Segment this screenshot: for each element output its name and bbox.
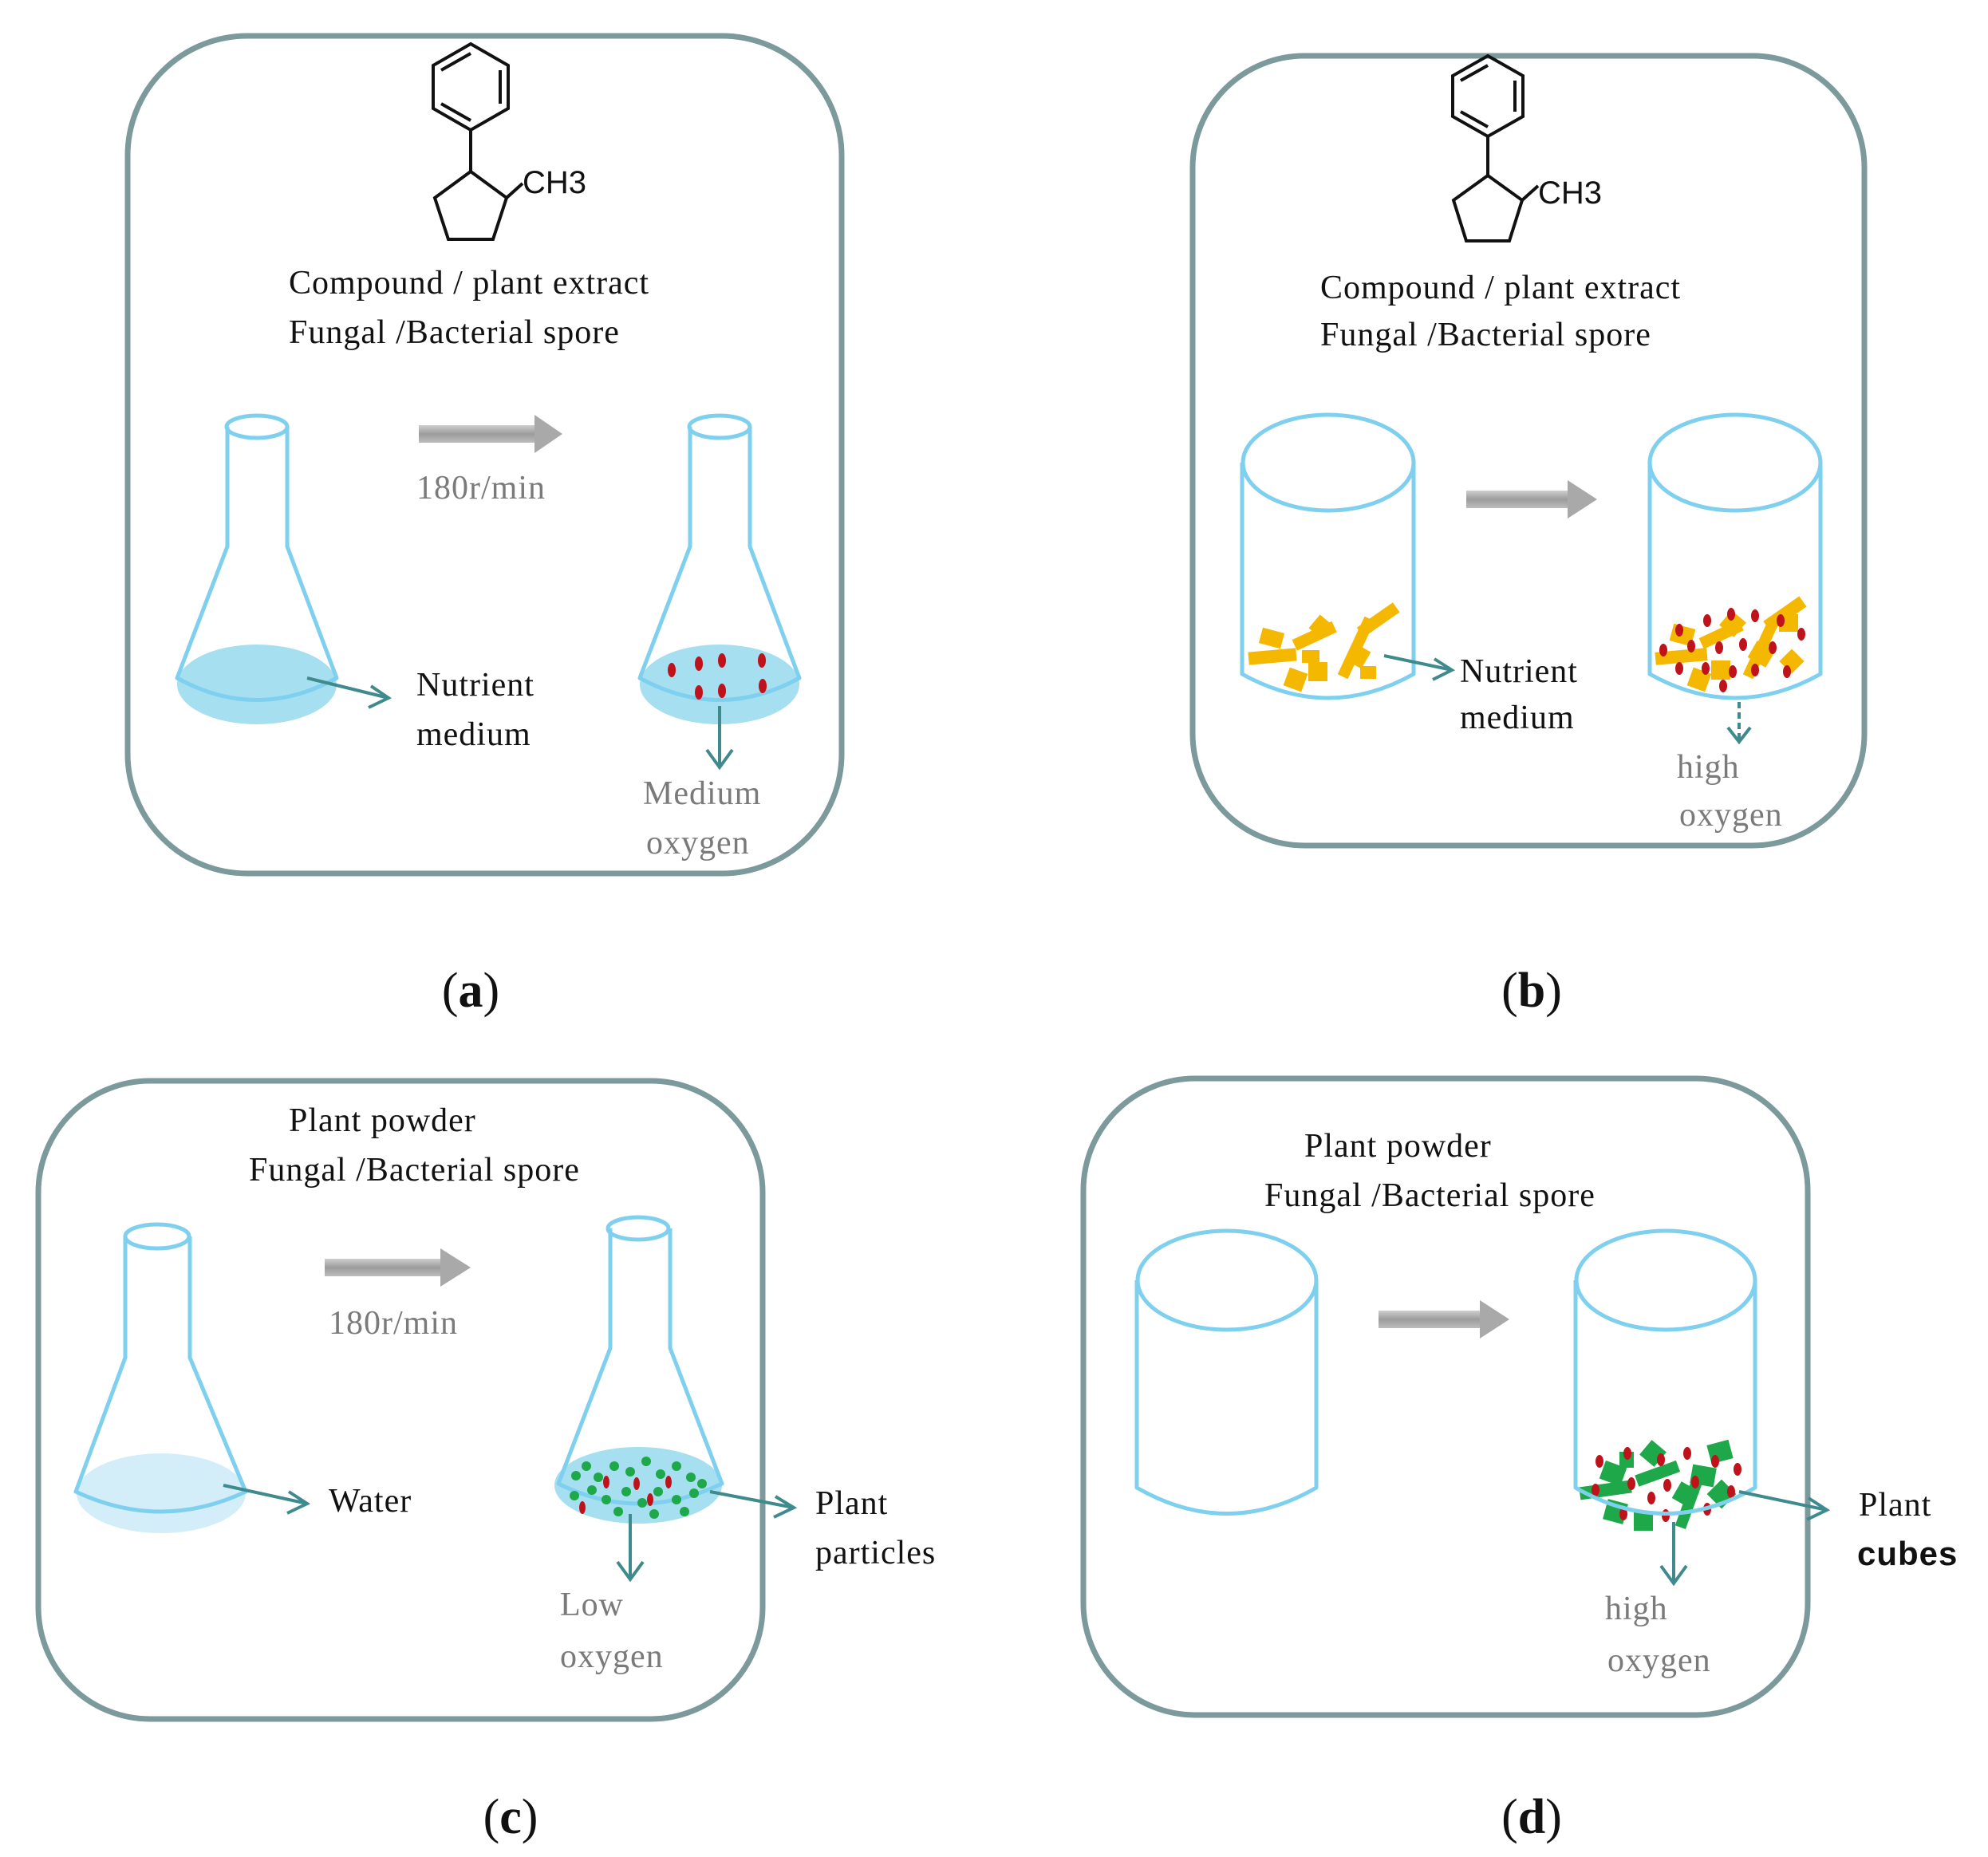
panel-c: Plant powder Fungal /Bacterial spore 180… (35, 1078, 936, 1844)
oxygen-label-b-2: oxygen (1679, 797, 1783, 834)
beaker-right-b (1647, 412, 1823, 700)
speed-label-c: 180r/min (329, 1305, 458, 1342)
panel-d-line1: Plant powder (1304, 1128, 1492, 1165)
speed-label-a: 180r/min (416, 470, 546, 507)
oxygen-label-d-2: oxygen (1607, 1642, 1711, 1679)
arrow-oxygen-a (705, 706, 734, 771)
ch3-label-b: CH3 (1538, 175, 1602, 211)
panel-d: Plant powder Fungal /Bacterial spore (1080, 1075, 1958, 1844)
flask-right-c (554, 1215, 724, 1524)
beaker-left-d (1134, 1228, 1319, 1516)
nutrient-label-b-1: Nutrient (1460, 653, 1578, 690)
panel-b: CH3 Compound / plant extract Fungal /Bac… (1189, 53, 1868, 1018)
arrow-nutrient-b (1383, 654, 1456, 681)
arrow-particles-c (709, 1490, 798, 1519)
chem-structure-b (1451, 53, 1540, 242)
panel-d-line2: Fungal /Bacterial spore (1264, 1177, 1596, 1214)
arrow-cubes-d (1738, 1490, 1831, 1521)
arrow-nutrient-a (306, 676, 392, 709)
flask-left-c (73, 1222, 248, 1533)
ch3-label-a: CH3 (523, 165, 586, 200)
panel-b-line1: Compound / plant extract (1320, 270, 1681, 306)
panel-label-d: (d) (1501, 1790, 1562, 1844)
panel-label-a: (a) (442, 964, 499, 1018)
panel-c-line1: Plant powder (289, 1102, 476, 1139)
particles-label-c-2: particles (815, 1535, 936, 1571)
arrow-oxygen-d (1659, 1522, 1688, 1587)
beaker-right-d (1573, 1228, 1757, 1531)
panel-b-frame (1189, 53, 1868, 849)
nutrient-label-a-1: Nutrient (416, 667, 534, 704)
flask-left-a (175, 413, 339, 724)
panel-a-line2: Fungal /Bacterial spore (289, 314, 620, 351)
oxygen-label-c-1: Low (560, 1587, 624, 1623)
process-arrow-d (1379, 1300, 1509, 1339)
oxygen-label-a-1: Medium (643, 775, 761, 812)
panel-d-frame (1080, 1075, 1811, 1718)
nutrient-label-b-2: medium (1460, 700, 1575, 736)
panel-label-c: (c) (483, 1790, 538, 1844)
particles-label-c-1: Plant (815, 1485, 888, 1522)
arrow-oxygen-c (616, 1514, 645, 1583)
flask-right-a (637, 413, 802, 724)
nutrient-label-a-2: medium (416, 716, 531, 753)
cubes-label-d-1: Plant (1859, 1487, 1931, 1524)
panel-b-line2: Fungal /Bacterial spore (1320, 317, 1651, 353)
arrow-oxygen-b (1726, 702, 1752, 745)
oxygen-label-c-2: oxygen (560, 1638, 664, 1675)
panel-a: CH3 Compound / plant extract Fungal /Bac… (124, 33, 845, 1018)
panel-c-frame (35, 1078, 766, 1722)
oxygen-label-d-1: high (1605, 1591, 1668, 1627)
process-arrow-c (325, 1248, 471, 1287)
process-arrow-a (419, 415, 562, 453)
panel-a-line1: Compound / plant extract (289, 265, 649, 302)
panel-a-frame (124, 33, 845, 877)
cubes-label-d-2: cubes (1857, 1535, 1958, 1572)
beaker-left-b (1240, 412, 1416, 700)
oxygen-label-a-2: oxygen (646, 825, 750, 861)
arrow-water-c (223, 1484, 311, 1515)
process-arrow-b (1466, 480, 1597, 518)
panel-label-b: (b) (1501, 964, 1562, 1018)
oxygen-label-b-1: high (1677, 749, 1740, 786)
water-label-c: Water (329, 1483, 412, 1520)
panel-c-line2: Fungal /Bacterial spore (249, 1152, 580, 1189)
chem-structure-a (432, 41, 524, 241)
